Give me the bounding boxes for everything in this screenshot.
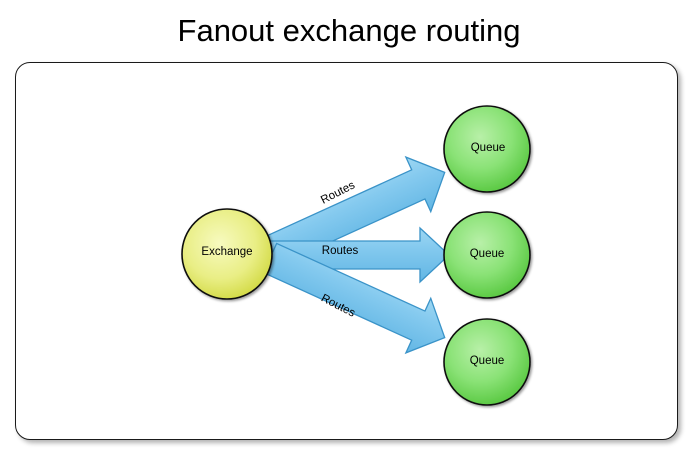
page-title: Fanout exchange routing [177, 13, 521, 48]
diagram-panel [15, 62, 678, 440]
